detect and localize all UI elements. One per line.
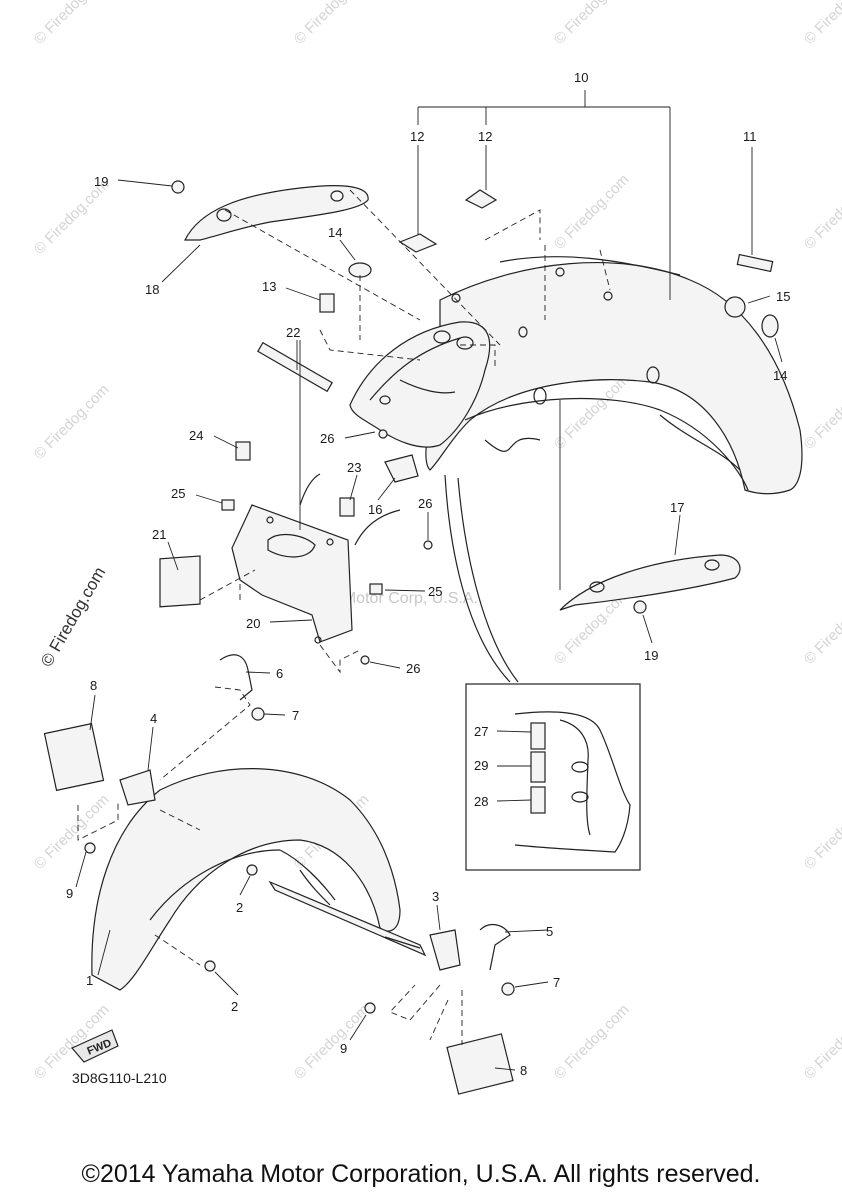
watermark-firedog: © Firedog.com: [801, 171, 842, 253]
callout-8: 8: [520, 1063, 527, 1078]
watermark-firedog: © Firedog.com: [31, 381, 113, 463]
grommet-14b: [761, 314, 779, 338]
callout-26: 26: [418, 496, 432, 511]
reflector-strip: [736, 253, 774, 273]
clamp-16: [384, 454, 419, 483]
callout-9: 9: [340, 1041, 347, 1056]
callout-16: 16: [368, 502, 382, 517]
callout-25: 25: [171, 486, 185, 501]
callout-5: 5: [546, 924, 553, 939]
callout-27: 27: [474, 724, 488, 739]
callout-19: 19: [644, 648, 658, 663]
license-bracket: [231, 473, 401, 644]
damper-25b: [369, 583, 383, 595]
callout-17: 17: [670, 500, 684, 515]
reflector-lower: [446, 1033, 514, 1095]
callout-12: 12: [410, 129, 424, 144]
callout-8: 8: [90, 678, 97, 693]
watermark-firedog: © Firedog.com: [551, 171, 633, 253]
callout-6: 6: [276, 666, 283, 681]
callout-18: 18: [145, 282, 159, 297]
watermark-firedog: © Firedog.com: [291, 0, 373, 48]
callout-4: 4: [150, 711, 157, 726]
damper-15: [724, 296, 746, 318]
callout-24: 24: [189, 428, 203, 443]
watermark-firedog: © Firedog.com: [551, 1001, 633, 1083]
damper-25a: [221, 499, 235, 511]
callout-7: 7: [553, 975, 560, 990]
callout-13: 13: [262, 279, 276, 294]
callout-22: 22: [286, 325, 300, 340]
copyright-notice: ©2014 Yamaha Motor Corporation, U.S.A. A…: [81, 1160, 761, 1188]
watermark-firedog: © Firedog.com: [801, 371, 842, 453]
callout-labels: 10 12 12 11 19 18 14 13 22 15 14 24 26 2…: [66, 70, 790, 1078]
detail-inset: 27 29 28: [465, 683, 641, 871]
callout-2: 2: [236, 900, 243, 915]
callout-26: 26: [320, 431, 334, 446]
clip-5: [479, 923, 511, 971]
callout-19: 19: [94, 174, 108, 189]
callout-2: 2: [231, 999, 238, 1014]
catalog-code: 3D8G110-L210: [72, 1070, 167, 1086]
pad-12b: [464, 189, 498, 209]
reflector-upper: [43, 722, 105, 792]
pad-12a: [398, 233, 438, 253]
nut-13: [319, 293, 335, 313]
callout-21: 21: [152, 527, 166, 542]
bracket-4: [119, 769, 156, 806]
side-cover: [184, 185, 369, 241]
callout-7: 7: [292, 708, 299, 723]
rear-reflector-cover: [559, 554, 741, 611]
grommet-14: [348, 262, 372, 278]
callout-15: 15: [776, 289, 790, 304]
callout-1: 1: [86, 973, 93, 988]
callout-25: 25: [428, 584, 442, 599]
watermark-firedog: © Firedog.com: [31, 0, 113, 48]
callout-12: 12: [478, 129, 492, 144]
fasteners: [84, 180, 647, 1014]
rear-bracket: [349, 321, 491, 448]
callout-3: 3: [432, 889, 439, 904]
strap-22: [257, 341, 333, 393]
callout-14: 14: [328, 225, 342, 240]
leader-lines: [75, 179, 783, 1071]
callout-28: 28: [474, 794, 488, 809]
rear-fender: [425, 256, 803, 495]
bracket-3: [429, 929, 461, 971]
clip-6: [219, 654, 253, 701]
watermark-firedog-dark: © Firedog.com: [37, 564, 109, 670]
callout-9: 9: [66, 886, 73, 901]
callout-23: 23: [347, 460, 361, 475]
fender-stay: [268, 880, 427, 957]
callout-10: 10: [574, 70, 588, 85]
callout-26: 26: [406, 661, 420, 676]
watermark-firedog: © Firedog.com: [291, 1001, 373, 1083]
callout-20: 20: [246, 616, 260, 631]
clip-23: [339, 497, 355, 517]
watermark-firedog: © Firedog.com: [801, 1001, 842, 1083]
license-plate: [159, 555, 201, 608]
watermark-firedog: © Firedog.com: [801, 791, 842, 873]
callout-11: 11: [743, 129, 757, 144]
watermark-firedog: © Firedog.com: [801, 0, 842, 48]
callout-14: 14: [773, 368, 787, 383]
watermark-firedog: © Firedog.com: [31, 791, 113, 873]
clip-24: [235, 441, 251, 461]
watermark-firedog: © Firedog.com: [551, 0, 633, 48]
front-fender: [91, 768, 401, 991]
watermark-firedog: © Firedog.com: [801, 586, 842, 668]
callout-29: 29: [474, 758, 488, 773]
